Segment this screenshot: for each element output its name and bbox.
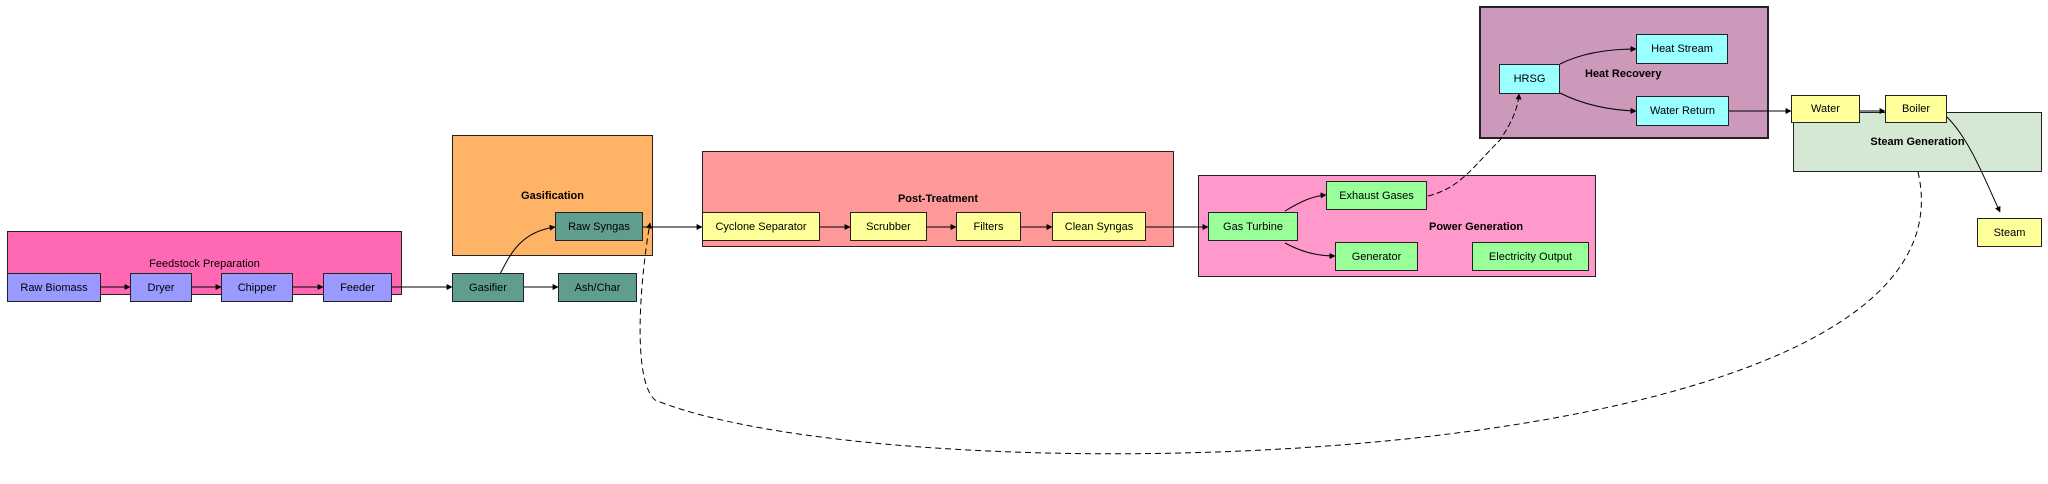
edge-exhaust-hrsg: [1427, 93, 1522, 197]
group-title-feedstock-preparation: Feedstock Preparation: [149, 258, 260, 270]
group-title-heat-recovery: Heat Recovery: [1585, 68, 1662, 80]
edge-hrsg-waterreturn: [1559, 92, 1637, 114]
node-clean-syngas[interactable]: Clean Syngas: [1052, 212, 1146, 241]
node-filters[interactable]: Filters: [956, 212, 1021, 241]
group-title-power-generation: Power Generation: [1429, 221, 1524, 233]
node-raw-biomass[interactable]: Raw Biomass: [7, 273, 101, 302]
node-cyclone-separator[interactable]: Cyclone Separator: [702, 212, 820, 241]
node-steam[interactable]: Steam: [1977, 218, 2042, 247]
node-dryer[interactable]: Dryer: [130, 273, 192, 302]
group-title-steam-generation: Steam Generation: [1870, 136, 1965, 148]
node-ash-char[interactable]: Ash/Char: [558, 273, 637, 302]
node-boiler[interactable]: Boiler: [1885, 95, 1947, 123]
node-electricity-output[interactable]: Electricity Output: [1472, 242, 1589, 271]
node-chipper[interactable]: Chipper: [221, 273, 293, 302]
edge-steam-recirculation: [639, 171, 1922, 455]
node-hrsg[interactable]: HRSG: [1499, 64, 1560, 94]
node-water-return[interactable]: Water Return: [1636, 96, 1729, 126]
edge-gasturbine-generator: [1284, 242, 1336, 259]
edge-gasturbine-exhaust: [1284, 192, 1327, 212]
node-generator[interactable]: Generator: [1335, 242, 1418, 271]
node-gasifier[interactable]: Gasifier: [452, 273, 524, 302]
node-feeder[interactable]: Feeder: [323, 273, 392, 302]
node-exhaust-gases[interactable]: Exhaust Gases: [1326, 181, 1427, 210]
node-scrubber[interactable]: Scrubber: [850, 212, 927, 241]
node-raw-syngas[interactable]: Raw Syngas: [555, 212, 643, 241]
edge-gasifier-rawsyngas: [499, 224, 556, 275]
node-water[interactable]: Water: [1791, 95, 1860, 123]
node-gas-turbine[interactable]: Gas Turbine: [1208, 212, 1298, 241]
node-heat-stream[interactable]: Heat Stream: [1636, 34, 1728, 64]
edge-hrsg-heatstream: [1559, 46, 1637, 65]
group-title-gasification: Gasification: [521, 190, 584, 202]
group-title-post-treatment: Post-Treatment: [897, 193, 979, 205]
edge-boiler-steam: [1946, 116, 2001, 213]
